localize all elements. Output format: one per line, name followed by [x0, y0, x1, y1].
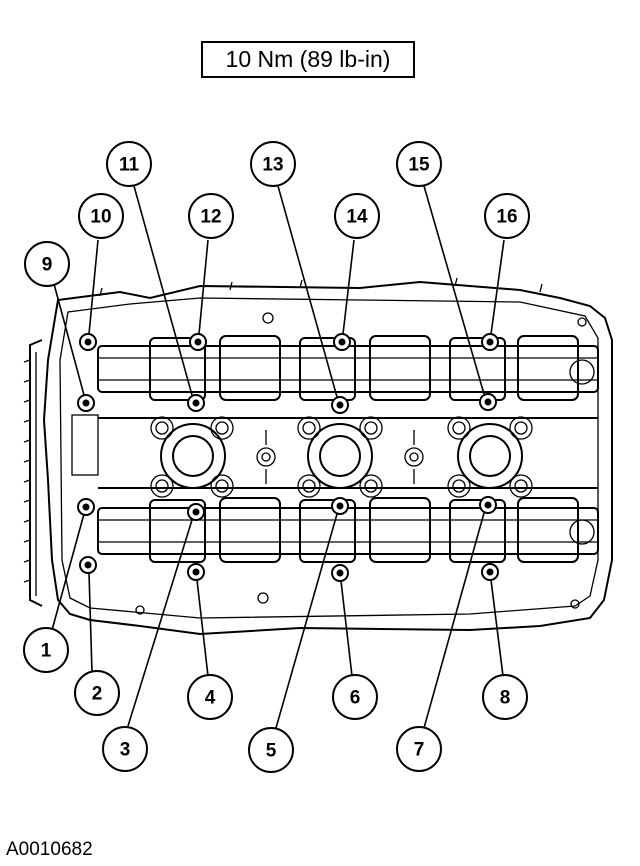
callout-15-label: 15 [408, 155, 430, 176]
callout-15: 15 [396, 141, 442, 187]
callout-1: 1 [23, 627, 69, 673]
callout-8: 8 [482, 674, 528, 720]
figure-id: A0010682 [6, 839, 93, 860]
callout-3: 3 [102, 726, 148, 772]
bolt-14 [333, 333, 351, 351]
callout-2-label: 2 [92, 684, 103, 705]
bolt-4 [187, 563, 205, 581]
callout-6: 6 [332, 674, 378, 720]
leader-lines [51, 185, 505, 729]
callout-16-label: 16 [496, 207, 517, 228]
bolt-2 [79, 556, 97, 574]
torque-spec-box: 10 Nm (89 lb-in) [201, 41, 415, 78]
callout-10: 10 [78, 193, 124, 239]
callout-4: 4 [187, 674, 233, 720]
bolt-6 [331, 564, 349, 582]
callout-12-label: 12 [200, 207, 221, 228]
callout-9-label: 9 [42, 255, 53, 276]
bolt-3 [187, 503, 205, 521]
bolt-16 [481, 333, 499, 351]
callout-13-label: 13 [262, 155, 283, 176]
callout-1-label: 1 [41, 641, 52, 662]
callout-8-label: 8 [500, 688, 511, 709]
bolt-5 [331, 497, 349, 515]
torque-spec-label: 10 Nm (89 lb-in) [225, 46, 391, 72]
callout-10-label: 10 [90, 207, 111, 228]
bolt-7 [479, 496, 497, 514]
callout-11-label: 11 [119, 155, 140, 176]
callout-16: 16 [484, 193, 530, 239]
callout-5-label: 5 [266, 741, 277, 762]
callouts: 1 2 3 4 5 6 7 8 9 10 11 12 13 14 15 16 [23, 141, 530, 773]
callout-12: 12 [188, 193, 234, 239]
callout-4-label: 4 [205, 688, 216, 709]
callout-3-label: 3 [120, 740, 131, 761]
bolt-11 [187, 394, 205, 412]
callout-5: 5 [248, 727, 294, 773]
bolt-1 [77, 498, 95, 516]
callout-2: 2 [74, 670, 120, 716]
callout-13: 13 [250, 141, 296, 187]
valve-springs [150, 416, 533, 498]
callout-14: 14 [334, 193, 380, 239]
callout-7-label: 7 [414, 740, 425, 761]
bolt-12 [189, 333, 207, 351]
callout-6-label: 6 [350, 688, 361, 709]
bolt-9 [77, 394, 95, 412]
bolt-15 [479, 393, 497, 411]
callout-7: 7 [396, 726, 442, 772]
head-outline [42, 280, 613, 636]
bolt-10 [79, 333, 97, 351]
callout-11: 11 [106, 141, 152, 187]
spark-plug-tubes [160, 423, 523, 489]
bolt-8 [481, 563, 499, 581]
bolt-13 [331, 396, 349, 414]
callout-14-label: 14 [346, 207, 368, 228]
bolts [77, 333, 499, 582]
callout-9: 9 [24, 241, 70, 287]
